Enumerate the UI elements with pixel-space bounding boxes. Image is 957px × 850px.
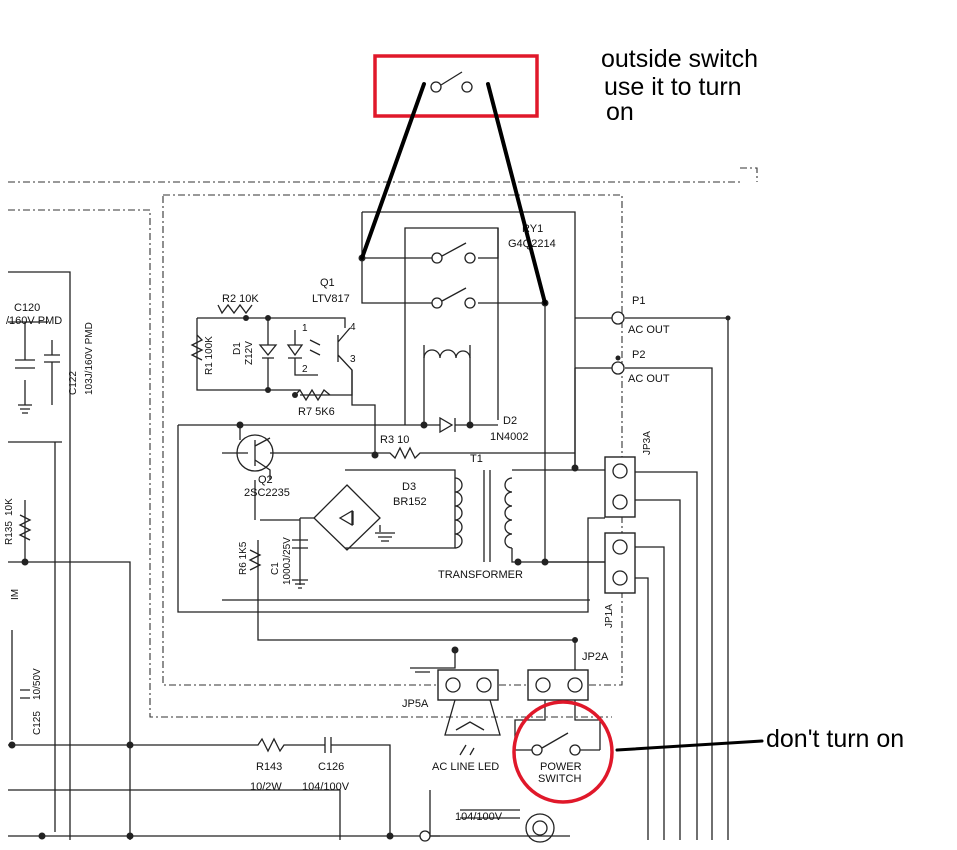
pin-1: 1 (302, 323, 308, 334)
outside-switch-wire-right (486, 82, 547, 305)
bottom-row (130, 737, 570, 843)
r135-value: 10K (4, 498, 15, 516)
c120-label: C120 (14, 302, 40, 314)
q2-label: Q2 (258, 474, 273, 486)
outside-switch-note-2: use it to turn (604, 73, 742, 101)
jumper-jp3a (575, 456, 698, 840)
r143-value: 10/2W (250, 781, 282, 793)
dont-turn-on-note: don't turn on (766, 725, 905, 753)
transformer-label: TRANSFORMER (438, 569, 523, 581)
t1-label: T1 (470, 453, 483, 465)
p2-label: P2 (632, 349, 645, 361)
relay-ry1 (358, 211, 576, 562)
im-label: IM (10, 589, 21, 600)
pin-3: 3 (350, 354, 356, 365)
q1-value: LTV817 (312, 293, 350, 305)
outside-switch-wire-left (360, 82, 426, 260)
power-switch-circle (512, 700, 614, 804)
r6-label: R6 1K5 (238, 541, 249, 575)
d1-value: Z12V (244, 341, 255, 365)
outer-boundary (740, 167, 758, 182)
board-boundary-left (8, 209, 612, 718)
jp1a-label: JP1A (604, 604, 615, 628)
ac-line-led-label: AC LINE LED (432, 761, 499, 773)
jumper-jp1a (545, 532, 665, 840)
d3-value: BR152 (393, 496, 427, 508)
jp3a-label: JP3A (642, 431, 653, 455)
d2-value: 1N4002 (490, 431, 529, 443)
pin-2: 2 (302, 364, 308, 375)
d2-label: D2 (503, 415, 517, 427)
jp2a-label: JP2A (582, 651, 609, 663)
left-edge-circuit (8, 271, 430, 840)
opto-section (190, 303, 376, 455)
outside-switch-symbol (430, 71, 473, 93)
c125-value: 10/50V (32, 668, 43, 700)
outside-switch-box (373, 54, 539, 118)
r7-label: R7 5K6 (298, 406, 335, 418)
outside-switch-note-3: on (606, 98, 634, 126)
bottom-jumpers (257, 600, 601, 756)
r143-label: R143 (256, 761, 282, 773)
p1-label: P1 (632, 295, 645, 307)
c126-label: C126 (318, 761, 344, 773)
outside-switch-note-1: outside switch (601, 45, 759, 73)
switch-label: SWITCH (538, 773, 581, 785)
d1-label: D1 (232, 342, 243, 355)
ac-out-label-1: AC OUT (628, 324, 670, 336)
inner-module-boundary (162, 194, 623, 686)
dont-turn-on-pointer (615, 739, 764, 752)
c125-label: C125 (32, 711, 43, 735)
r135-label: R135 (4, 521, 15, 545)
c1-value: 1000J/25V (282, 537, 293, 585)
driver-section (177, 416, 605, 613)
pin-4: 4 (350, 322, 356, 333)
c1-label: C1 (270, 562, 281, 575)
ac-out-label-2: AC OUT (628, 373, 670, 385)
c122-value: 103J/160V PMD (84, 322, 95, 395)
power-label: POWER (540, 761, 582, 773)
bottom-cap-label: 104/100V (455, 811, 503, 823)
c122-label: C122 (68, 371, 79, 395)
c120-value: /160V PMD (6, 315, 62, 327)
r1-label: R1 100K (204, 336, 215, 375)
r3-label: R3 10 (380, 434, 409, 446)
q1-label: Q1 (320, 277, 335, 289)
ry1-value: G4Q2214 (508, 238, 556, 250)
c126-value: 104/100V (302, 781, 350, 793)
bridge-transformer (222, 469, 611, 601)
ac-out-terminals (574, 311, 731, 840)
q2-value: 2SC2235 (244, 487, 290, 499)
d3-label: D3 (402, 481, 416, 493)
r2-label: R2 10K (222, 293, 259, 305)
jp5a-label: JP5A (402, 698, 429, 710)
